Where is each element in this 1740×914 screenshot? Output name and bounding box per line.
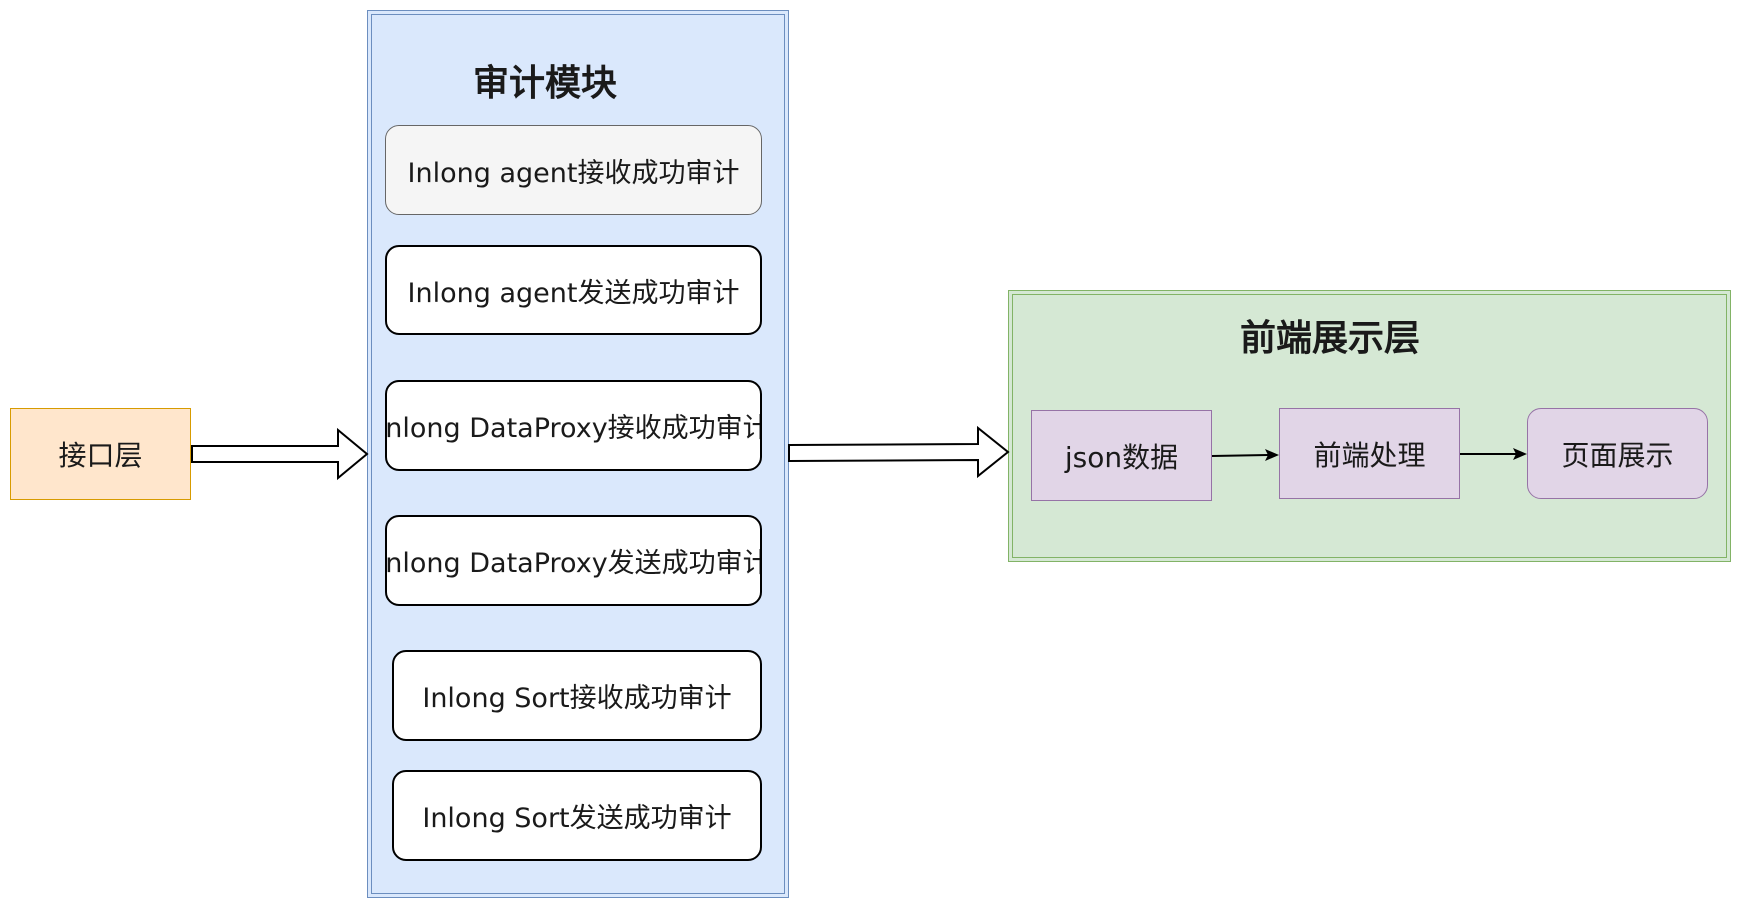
step-page-display: 页面展示 [1527, 408, 1708, 499]
interface-layer-node: 接口层 [10, 408, 191, 500]
block-arrow-interface-to-audit [191, 427, 369, 481]
audit-item-dataproxy-receive: Inlong DataProxy接收成功审计 [385, 380, 762, 471]
audit-module-title: 审计模块 [472, 63, 617, 104]
interface-layer-label: 接口层 [58, 439, 143, 472]
step-json-data: json数据 [1031, 410, 1212, 501]
audit-item-sort-receive: Inlong Sort接收成功审计 [392, 650, 762, 741]
audit-item-agent-send: Inlong agent发送成功审计 [385, 245, 762, 335]
audit-item-agent-receive: Inlong agent接收成功审计 [385, 125, 762, 215]
step-frontend-processing: 前端处理 [1279, 408, 1460, 499]
audit-item-dataproxy-send: Inlong DataProxy发送成功审计 [385, 515, 762, 606]
audit-item-sort-send: Inlong Sort发送成功审计 [392, 770, 762, 861]
block-arrow-audit-to-frontend [788, 425, 1010, 479]
frontend-layer-title: 前端展示层 [1239, 318, 1420, 359]
